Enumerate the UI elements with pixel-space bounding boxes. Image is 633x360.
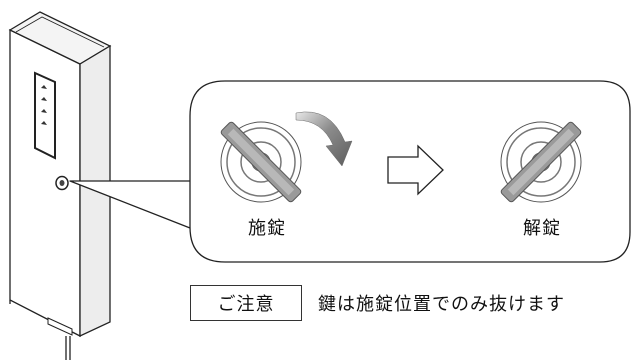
lock-label: 施錠 (248, 218, 286, 239)
indicator-window (34, 71, 56, 160)
key-cylinder-locked-icon (220, 121, 302, 203)
control-cabinet (8, 11, 112, 360)
key-cylinder-unlocked-icon (500, 121, 582, 203)
unlock-label: 解錠 (523, 218, 561, 239)
caution-badge: ご注意 (190, 285, 302, 321)
callout-panel (69, 80, 631, 263)
rotate-arrow-icon (295, 111, 353, 167)
cabinet-keyhole (55, 175, 69, 191)
caution-message: 鍵は施錠位置でのみ抜けます (318, 294, 565, 315)
right-arrow-icon (387, 144, 444, 196)
cabinet-nameplate (47, 317, 73, 336)
